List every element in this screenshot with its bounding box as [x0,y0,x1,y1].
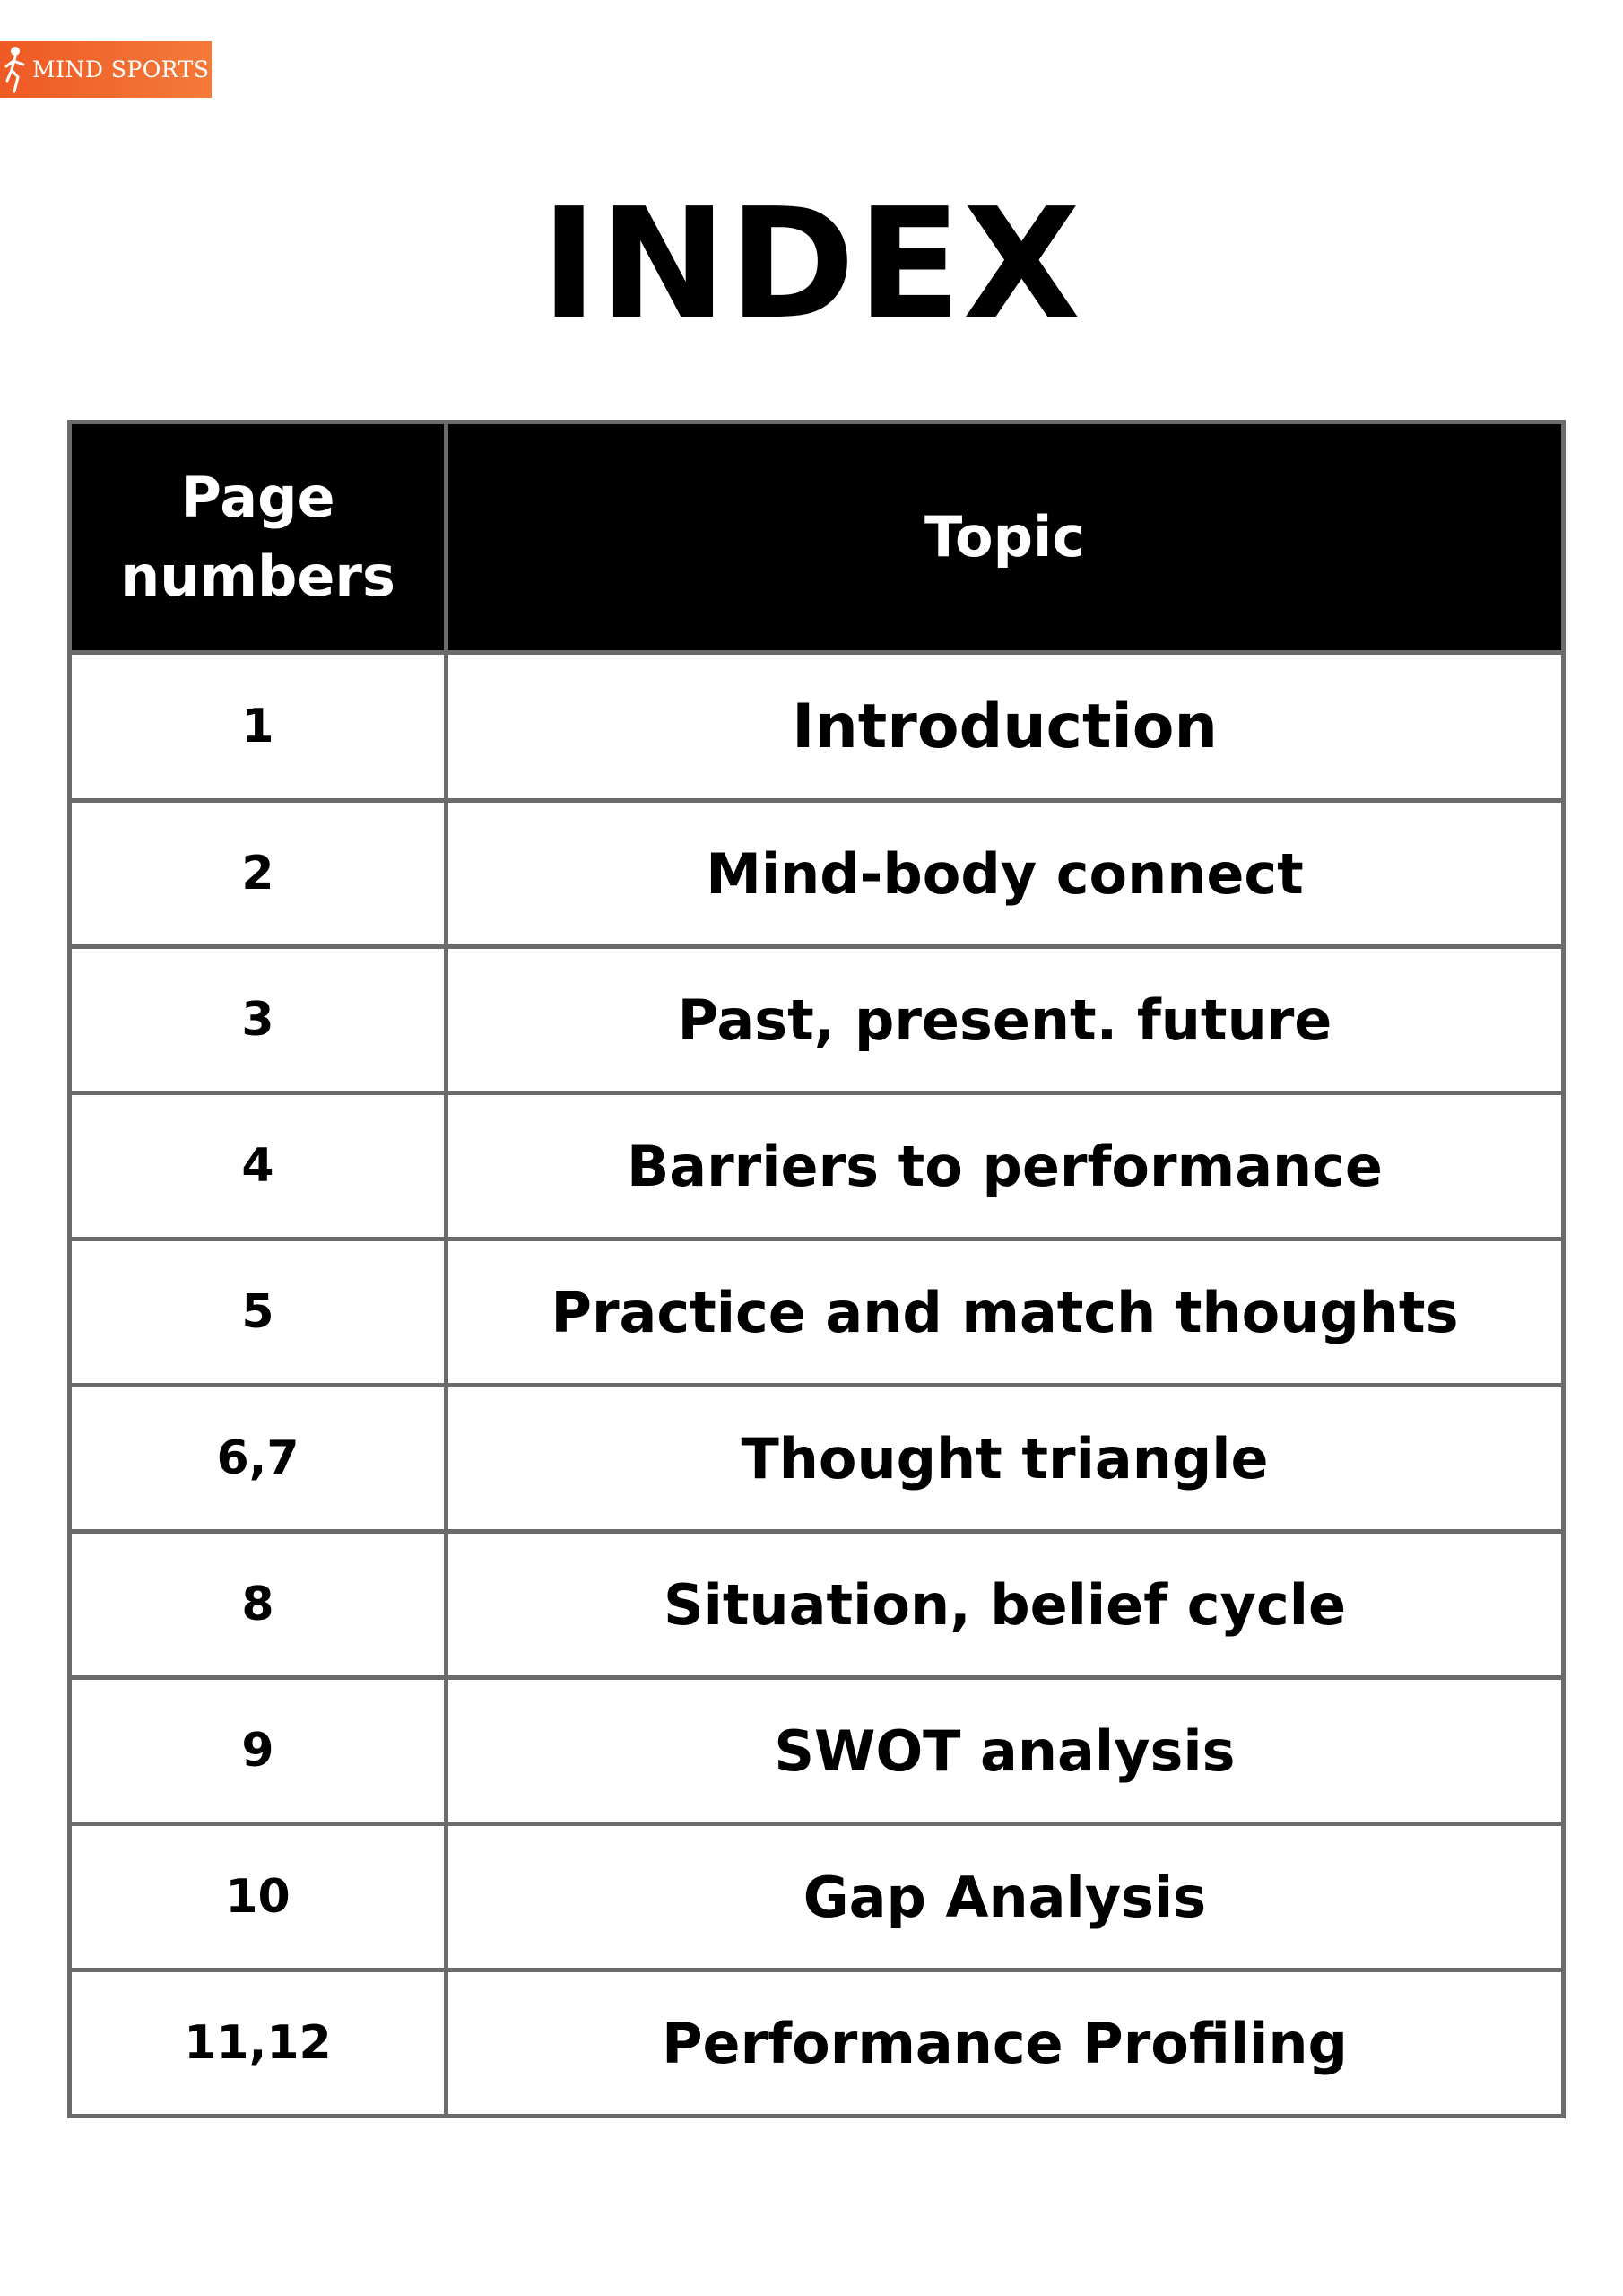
topic-cell: Introduction [444,650,1566,803]
index-table: Page numbers Topic 1 Introduction 2 Mind… [67,420,1566,2118]
page-number-cell: 5 [67,1237,448,1387]
table-row: 2 Mind-body connect [67,798,1566,949]
table-header-row: Page numbers Topic [67,420,1566,655]
page-number-cell: 8 [67,1529,448,1680]
table-row: 4 Barriers to performance [67,1091,1566,1241]
topic-cell: Situation, belief cycle [444,1529,1566,1680]
topic-cell: Practice and match thoughts [444,1237,1566,1387]
page-number-cell: 9 [67,1675,448,1826]
page-title: INDEX [541,176,1082,353]
header-page-numbers: Page numbers [67,420,448,655]
page-number-cell: 2 [67,798,448,949]
page-number-cell: 11,12 [67,1968,448,2118]
topic-cell: Past, present. future [444,944,1566,1095]
topic-cell: SWOT analysis [444,1675,1566,1826]
page-number-cell: 10 [67,1822,448,1972]
topic-cell: Barriers to performance [444,1091,1566,1241]
table-row: 10 Gap Analysis [67,1822,1566,1972]
table-row: 1 Introduction [67,650,1566,803]
header-topic: Topic [444,420,1566,655]
topic-cell: Thought triangle [444,1383,1566,1534]
table-row: 5 Practice and match thoughts [67,1237,1566,1387]
mind-sports-logo: MIND SPORTS [0,41,212,98]
header-page-line1: Page [180,465,335,530]
topic-cell: Performance Profiling [444,1968,1566,2118]
table-row: 3 Past, present. future [67,944,1566,1095]
table-row: 9 SWOT analysis [67,1675,1566,1826]
header-page-line2: numbers [120,544,395,609]
page-number-cell: 6,7 [67,1383,448,1534]
athlete-figure-icon [4,46,25,92]
table-row: 8 Situation, belief cycle [67,1529,1566,1680]
page-number-cell: 1 [67,650,448,803]
table-row: 11,12 Performance Profiling [67,1968,1566,2118]
logo-text: MIND SPORTS [32,57,210,83]
table-row: 6,7 Thought triangle [67,1383,1566,1534]
page-number-cell: 3 [67,944,448,1095]
topic-cell: Mind-body connect [444,798,1566,949]
page-number-cell: 4 [67,1091,448,1241]
topic-cell: Gap Analysis [444,1822,1566,1972]
